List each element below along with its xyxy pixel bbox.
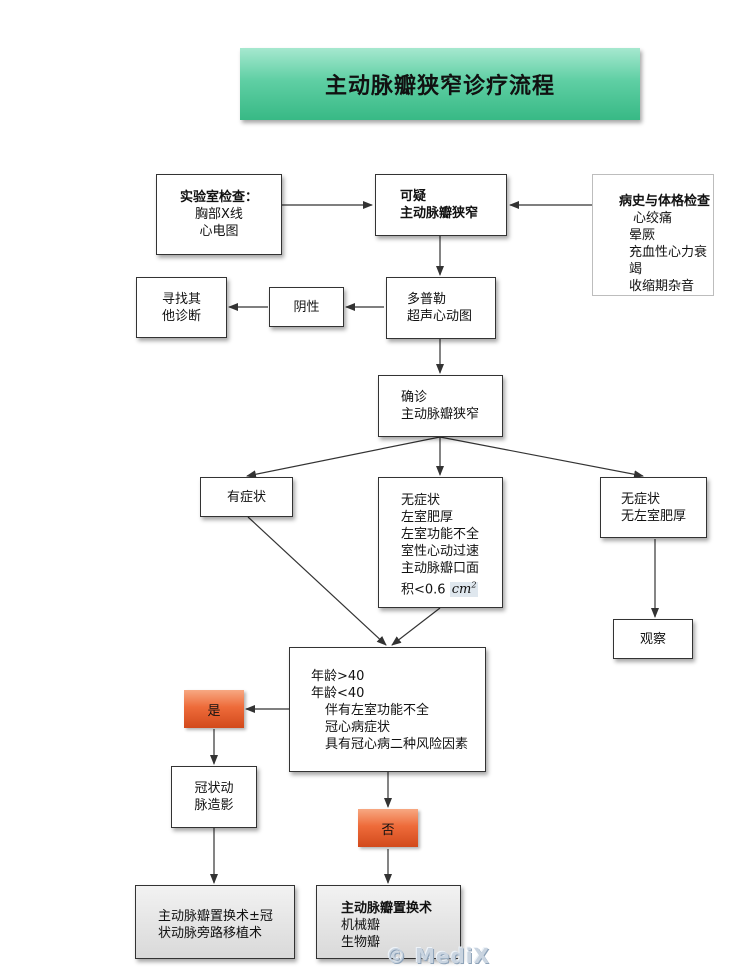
area-unit-exponent: 2 [471, 581, 477, 590]
avr-cabg-box: 主动脉瓣置换术±冠 状动脉旁路移植术 [135, 885, 295, 959]
avr-heading: 主动脉瓣置换术 [341, 901, 433, 916]
lab-exam-item: 心电图 [199, 224, 239, 239]
history-item: 晕厥 [629, 228, 656, 243]
area-unit: cm2 [449, 581, 479, 598]
symptomatic-box: 有症状 [200, 477, 293, 517]
criteria-sub-item: 冠心病症状 [325, 720, 391, 735]
lab-exam-heading: 实验室检查： [179, 190, 258, 205]
asym-mid-item: 无症状 [401, 493, 441, 508]
avr-item: 生物瓣 [341, 935, 381, 950]
history-item: 收缩期杂音 [629, 279, 695, 294]
asymptomatic-no-lvh-box: 无症状 无左室肥厚 [600, 477, 707, 538]
history-heading: 病史与体格检查 [619, 194, 711, 209]
criteria-line1: 年龄>40 [311, 669, 365, 684]
asym-mid-item: 主动脉瓣口面 [401, 561, 480, 576]
negative-box: 阴性 [269, 287, 344, 327]
asym-mid-area-line: 积<0.6 cm2 [401, 577, 502, 598]
other-line1: 寻找其 [161, 291, 201, 307]
arrow-confirm-to-symptomatic [246, 436, 441, 479]
angio-line2: 脉造影 [194, 798, 234, 813]
lab-exam-box: 实验室检查： 胸部X线 心电图 [156, 174, 282, 255]
criteria-sub-item: 具有冠心病二种风险因素 [325, 737, 469, 752]
avr-cabg-line1: 主动脉瓣置换术±冠 [158, 909, 273, 924]
confirm-line2: 主动脉瓣狭窄 [401, 407, 480, 422]
asym-right-line1: 无症状 [621, 492, 661, 507]
history-item: 充血性心力衰竭 [629, 245, 708, 277]
echo-box: 多普勒 超声心动图 [386, 277, 496, 339]
avr-item: 机械瓣 [341, 918, 381, 933]
asym-right-line2: 无左室肥厚 [621, 509, 687, 524]
asym-mid-item: 室性心动过速 [401, 544, 480, 559]
avr-box: 主动脉瓣置换术 机械瓣 生物瓣 [316, 885, 461, 959]
criteria-sub-item: 伴有左室功能不全 [325, 703, 430, 718]
echo-line1: 多普勒 [407, 292, 447, 307]
history-item: 心绞痛 [633, 211, 673, 226]
angio-line1: 冠状动 [194, 781, 234, 796]
other-line2: 他诊断 [161, 308, 201, 324]
yes-decision: 是 [184, 690, 244, 728]
area-unit-text: cm [451, 582, 472, 598]
lab-exam-item: 胸部X线 [195, 207, 243, 222]
echo-line2: 超声心动图 [407, 309, 473, 324]
age-criteria-box: 年龄>40 年龄<40 伴有左室功能不全 冠心病症状 具有冠心病二种风险因素 [289, 647, 486, 772]
asym-mid-item: 左室功能不全 [401, 527, 480, 542]
confirm-as-box: 确诊 主动脉瓣狭窄 [378, 375, 503, 437]
arrow-symptomatic-to-criteria [247, 516, 387, 646]
criteria-line2: 年龄<40 [311, 686, 365, 701]
flowchart-title: 主动脉瓣狭窄诊疗流程 [240, 48, 640, 120]
coronary-angiography-box: 冠状动 脉造影 [171, 766, 257, 828]
other-diagnosis-box: 寻找其 他诊断 [136, 277, 227, 338]
suspect-as-box: 可疑 主动脉瓣狭窄 [375, 174, 507, 236]
area-prefix: 积<0.6 [401, 582, 446, 598]
avr-cabg-line2: 状动脉旁路移植术 [158, 926, 263, 941]
medix-watermark: © MediX [386, 944, 491, 968]
history-exam-box: 病史与体格检查 心绞痛 晕厥 充血性心力衰竭 收缩期杂音 [592, 174, 714, 296]
no-decision: 否 [358, 809, 418, 847]
confirm-line1: 确诊 [401, 390, 428, 405]
asymptomatic-lvh-box: 无症状 左室肥厚 左室功能不全 室性心动过速 主动脉瓣口面 积<0.6 cm2 [378, 477, 503, 608]
arrow-asym-mid-to-criteria [391, 607, 441, 646]
suspect-line1: 可疑 [400, 189, 427, 204]
arrow-confirm-to-asym-right [439, 436, 644, 479]
asym-mid-item: 左室肥厚 [401, 510, 454, 525]
observe-box: 观察 [613, 619, 693, 659]
suspect-line2: 主动脉瓣狭窄 [400, 206, 479, 221]
